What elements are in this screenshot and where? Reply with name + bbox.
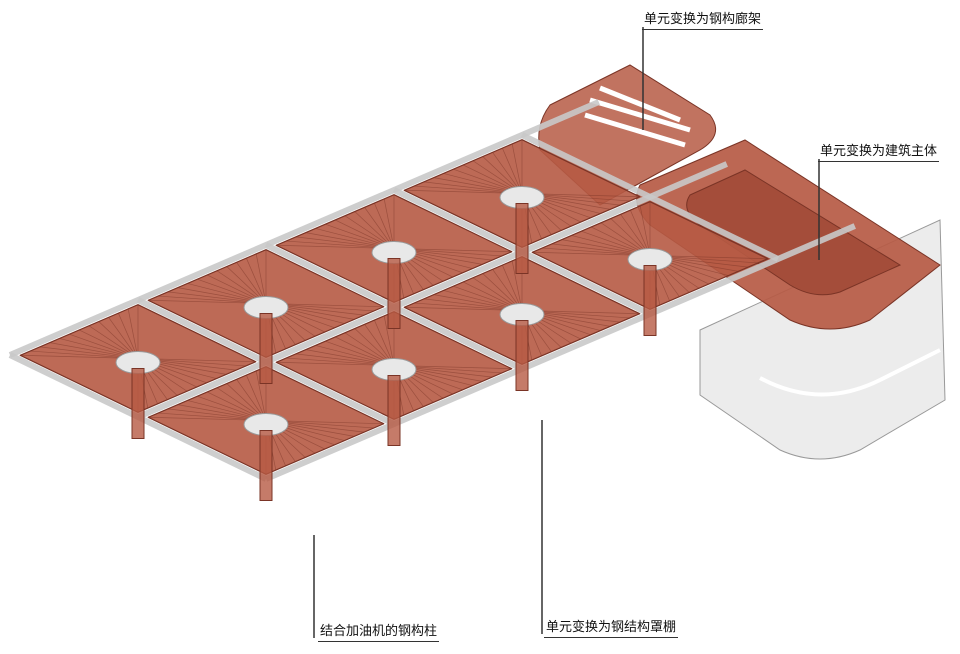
- steel-column: [259, 430, 273, 501]
- label-corridor: 单元变换为钢构廊架: [642, 8, 764, 30]
- steel-column: [515, 320, 529, 391]
- canopy-rib: [630, 209, 651, 256]
- canopy-rib: [246, 257, 267, 304]
- canopy-rib: [502, 147, 523, 194]
- steel-beam: [264, 223, 856, 482]
- steel-beam: [8, 99, 600, 358]
- label-column: 结合加油机的钢构柱: [318, 620, 440, 642]
- corridor-slats: [584, 85, 691, 148]
- canopy-rib: [511, 143, 523, 194]
- label-main-building: 单元变换为建筑主体: [818, 140, 940, 162]
- canopy-rib: [374, 202, 395, 249]
- canopy-rib: [246, 374, 267, 421]
- steel-beam: [520, 132, 780, 262]
- canopy-rib: [255, 370, 267, 421]
- building-roof-inner: [686, 169, 902, 296]
- steel-column: [387, 258, 401, 329]
- canopy-rib: [255, 253, 267, 304]
- canopy-rib: [639, 205, 651, 256]
- canopy-rib: [383, 198, 395, 249]
- steel-column: [259, 313, 273, 384]
- canopy-rib: [374, 319, 395, 366]
- canopy-rib: [511, 260, 523, 311]
- steel-beam: [136, 161, 728, 420]
- steel-column: [643, 265, 657, 336]
- canopy-rib: [383, 315, 395, 366]
- steel-column: [131, 368, 145, 439]
- building-floor-band: [759, 348, 941, 397]
- steel-column: [387, 375, 401, 446]
- canopy-rib: [502, 264, 523, 311]
- canopy-rib: [118, 312, 139, 359]
- steel-column: [515, 203, 529, 274]
- label-canopy: 单元变换为钢结构罩棚: [544, 616, 679, 638]
- canopy-rib: [127, 308, 139, 359]
